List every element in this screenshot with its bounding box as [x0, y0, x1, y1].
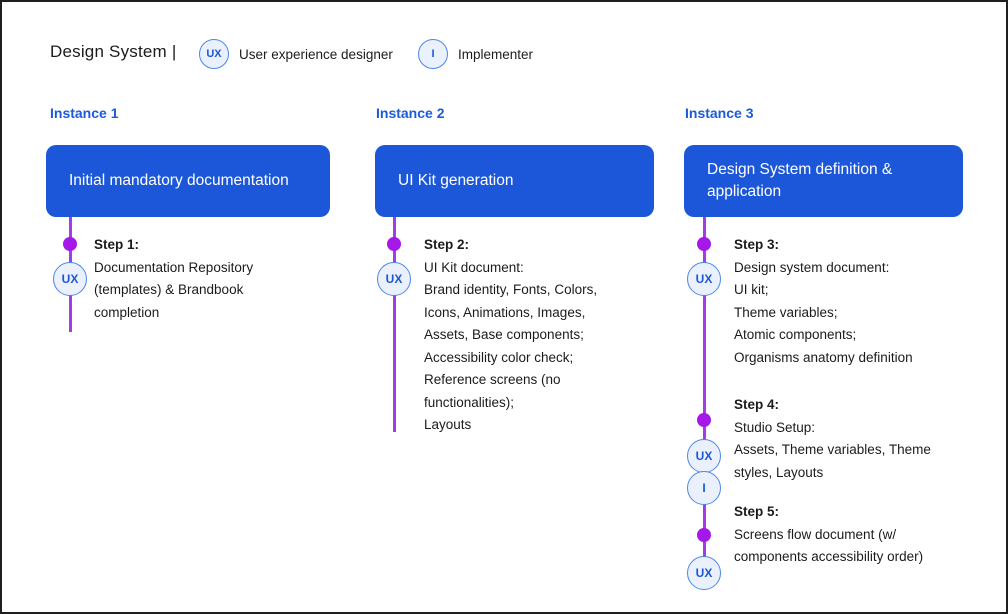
step-4-body: Studio Setup: Assets, Theme variables, T…: [734, 419, 931, 480]
step-4-implementer-actor-badge: I: [687, 471, 721, 505]
implementer-role-label: Implementer: [458, 47, 534, 62]
step-2-title: Step 2:: [424, 237, 470, 252]
ux-role-badge: UX: [199, 39, 229, 69]
instance-3-label: Instance 3: [685, 105, 754, 121]
step-1-title: Step 1:: [94, 237, 140, 252]
step-5-ux-actor-label: UX: [695, 566, 713, 580]
step-2-ux-actor-label: UX: [385, 272, 403, 286]
timeline-3-line: [702, 217, 706, 562]
phase-box-1: Initial mandatory documentation: [46, 145, 330, 217]
step-2-text: Step 2: UI Kit document: Brand identity,…: [424, 234, 664, 437]
step-2-ux-actor-badge: UX: [377, 262, 411, 296]
step-3-ux-actor-label: UX: [695, 272, 713, 286]
step-5-marker-dot: [697, 528, 711, 542]
phase-box-3: Design System definition & application: [684, 145, 963, 217]
step-4-title: Step 4:: [734, 397, 780, 412]
instance-1-label: Instance 1: [50, 105, 119, 121]
step-3-marker-dot: [697, 237, 711, 251]
ux-role-badge-label: UX: [206, 48, 222, 60]
step-3-body: Design system document: UI kit; Theme va…: [734, 259, 913, 365]
step-5-body: Screens flow document (w/ components acc…: [734, 526, 924, 565]
phase-box-3-title: Design System definition & application: [707, 160, 893, 200]
step-1-ux-actor-label: UX: [61, 272, 79, 286]
step-3-text: Step 3: Design system document: UI kit; …: [734, 234, 979, 369]
phase-box-2-title: UI Kit generation: [398, 171, 514, 189]
step-5-text: Step 5: Screens flow document (w/ compon…: [734, 501, 989, 569]
step-2-marker-dot: [387, 237, 401, 251]
step-3-ux-actor-badge: UX: [687, 262, 721, 296]
step-1-body: Documentation Repository (templates) & B…: [94, 259, 254, 320]
step-4-implementer-actor-label: I: [702, 481, 706, 495]
step-5-title: Step 5:: [734, 504, 780, 519]
ux-role-label: User experience designer: [239, 47, 393, 62]
step-1-marker-dot: [63, 237, 77, 251]
phase-box-1-title: Initial mandatory documentation: [69, 171, 289, 189]
step-5-ux-actor-badge: UX: [687, 556, 721, 590]
step-2-body: UI Kit document: Brand identity, Fonts, …: [424, 259, 598, 433]
phase-box-2: UI Kit generation: [375, 145, 654, 217]
step-1-ux-actor-badge: UX: [53, 262, 87, 296]
step-4-marker-dot: [697, 413, 711, 427]
step-4-text: Step 4: Studio Setup: Assets, Theme vari…: [734, 394, 984, 484]
implementer-role-badge: I: [418, 39, 448, 69]
step-3-title: Step 3:: [734, 237, 780, 252]
step-1-text: Step 1: Documentation Repository (templa…: [94, 234, 326, 324]
step-4-ux-actor-badge: UX: [687, 439, 721, 473]
instance-2-label: Instance 2: [376, 105, 445, 121]
step-4-ux-actor-label: UX: [695, 449, 713, 463]
timeline-2-line: [392, 217, 396, 432]
page-title: Design System |: [50, 42, 177, 61]
implementer-role-badge-label: I: [431, 48, 435, 60]
